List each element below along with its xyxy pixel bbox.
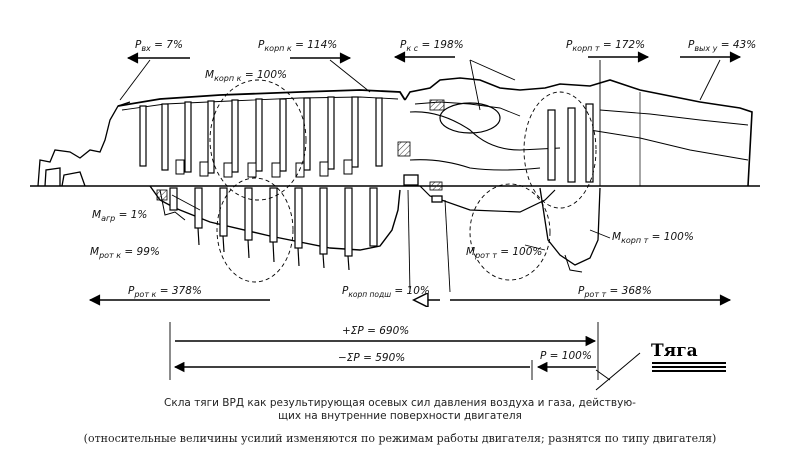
- label-p-vyx: Pвых y = 43%: [688, 39, 756, 53]
- label-p-rot-k: Pрот к = 378%: [128, 285, 202, 299]
- thrust-label: Тяга: [651, 341, 698, 361]
- label-m-rot-k: Mрот к = 99%: [90, 246, 160, 260]
- label-sum-plus: +ΣP = 690%: [342, 325, 409, 337]
- compressor-stator-blades: [139, 96, 383, 174]
- combustion-chamber: [439, 102, 501, 134]
- turbine-hub: [419, 185, 556, 213]
- label-p-korp-podsh: Pкорп подш = 10%: [342, 285, 430, 299]
- label-p-korp-t: Pкорп т = 172%: [566, 39, 645, 53]
- thrust-underline-3: [652, 370, 726, 372]
- label-m-korp-t: Mкорп т = 100%: [612, 231, 694, 245]
- moment-curve-korp-k: [209, 79, 307, 201]
- thrust-underline-1: [652, 362, 726, 364]
- moment-curve-rot-t: [469, 183, 551, 281]
- caption-line-1b: щих на внутренние поверхности двигателя: [278, 410, 522, 422]
- turbine-blades: [547, 103, 594, 183]
- label-p-vx: Pвх = 7%: [135, 39, 183, 53]
- label-m-rot-t: Mрот т = 100%: [466, 246, 542, 260]
- label-p-korp-k: Pкорп к = 114%: [258, 39, 337, 53]
- force-arrows: [88, 51, 742, 300]
- exhaust-cone: [589, 129, 749, 161]
- inlet-nose: [37, 101, 131, 187]
- label-m-korp-k: Mкорп к = 100%: [205, 69, 287, 83]
- label-p-rot-t: Pрот т = 368%: [578, 285, 652, 299]
- force-labels: Pвх = 7% Pкорп к = 114% Pк с = 198% Pкор…: [90, 39, 756, 364]
- label-sum-minus: −ΣP = 590%: [338, 352, 405, 364]
- turbine-disc: [539, 187, 601, 266]
- caption-note: (относительные величины усилий изменяютс…: [83, 432, 717, 445]
- moment-curve-korp-t: [523, 91, 597, 209]
- bearing-supports: [156, 99, 445, 201]
- caption-line-1: Скла тяги ВРД как результирующая осевых …: [164, 397, 636, 409]
- moment-curve-rot-k: [216, 177, 294, 283]
- compressor-rotor-blades: [169, 187, 378, 271]
- caption-main: Скла тяги ВРД как результирующая осевых …: [0, 397, 800, 423]
- label-p-ks: Pк с = 198%: [400, 39, 464, 53]
- compressor-casing: [117, 89, 406, 107]
- inlet-front-box: [44, 167, 61, 187]
- engine-outline: [30, 77, 760, 273]
- compressor-blade-roots: [175, 159, 353, 178]
- thrust-underline-2: [652, 366, 726, 368]
- leader-lines: [119, 59, 721, 293]
- combustion-liner: [409, 111, 561, 151]
- moment-curves: [209, 79, 597, 283]
- label-p-100: P = 100%: [540, 350, 592, 362]
- sum-arrows: [169, 322, 641, 391]
- combustor-turbine-casing: [404, 77, 753, 187]
- label-m-agr: Mагр = 1%: [92, 209, 147, 223]
